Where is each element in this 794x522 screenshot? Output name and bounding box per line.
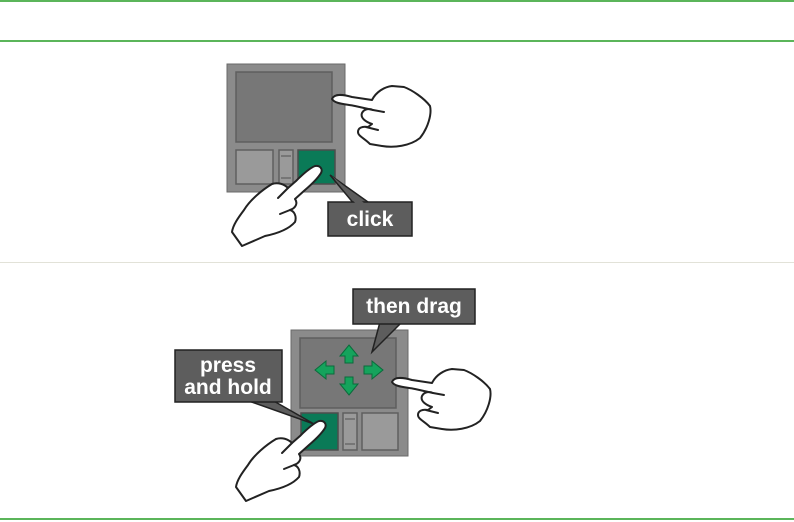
drag-panel: then drag press and hold <box>175 289 491 501</box>
and-hold-label: and hold <box>184 376 272 399</box>
hand-pointer-icon <box>236 421 326 501</box>
hand-pointer-icon <box>332 86 431 147</box>
click-label: click <box>347 208 394 231</box>
click-panel: click <box>227 64 431 246</box>
then-drag-label: then drag <box>366 295 462 318</box>
click-callout: click <box>328 175 412 236</box>
touchpad-icon <box>227 64 345 192</box>
press-label: press <box>200 354 256 377</box>
